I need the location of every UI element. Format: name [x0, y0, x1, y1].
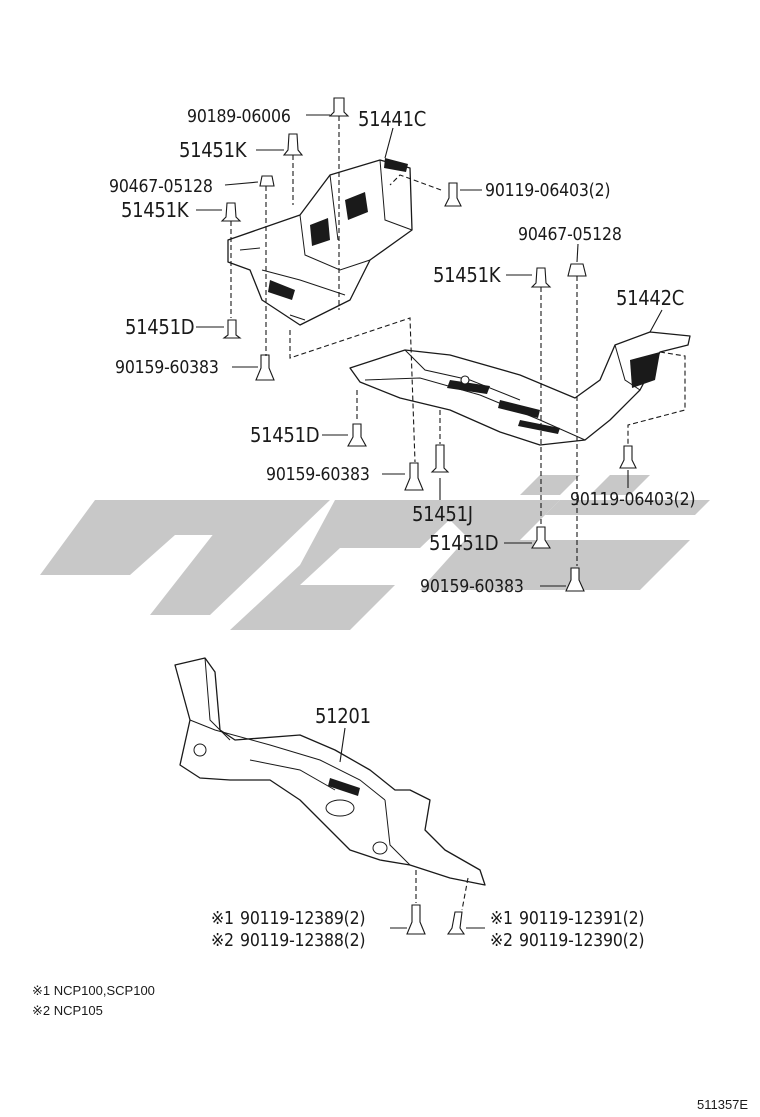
- diagram-reference: 511357E: [697, 1097, 748, 1112]
- mark-2-left: ※2: [211, 931, 234, 951]
- label-p22: 90119-12390(2): [519, 931, 644, 951]
- label-p10: 51451D: [125, 315, 194, 339]
- label-p9: 51442C: [616, 286, 684, 310]
- fasteners: [220, 97, 637, 935]
- label-p7: 90467-05128: [518, 225, 622, 245]
- footnote-2: ※2 NCP105: [32, 1003, 103, 1018]
- label-p18: 51201: [315, 704, 371, 728]
- label-p6: 51451K: [121, 198, 190, 222]
- mark-1-left: ※1: [211, 909, 234, 929]
- label-p15: 51451J: [412, 502, 473, 526]
- label-p21: 90119-12391(2): [519, 909, 644, 929]
- crossmember-51201: [174, 657, 486, 886]
- label-p2: 51441C: [358, 107, 426, 131]
- label-p1: 90189-06006: [187, 107, 291, 127]
- cover-51441c: [227, 158, 413, 326]
- mark-1-right: ※1: [490, 909, 513, 929]
- footnotes: ※1 NCP100,SCP100 ※2 NCP105: [32, 983, 155, 1018]
- label-p11: 90159-60383: [115, 358, 219, 378]
- label-p17: 90159-60383: [420, 577, 524, 597]
- label-p4: 90467-05128: [109, 177, 213, 197]
- label-p8: 51451K: [433, 263, 502, 287]
- watermark-logo: [40, 475, 710, 630]
- part-labels: 90189-06006 51441C 51451K 90467-05128 90…: [109, 107, 696, 951]
- alignment-lines: [230, 116, 686, 911]
- cover-51442c: [349, 331, 691, 446]
- label-p16: 51451D: [429, 531, 498, 555]
- footnote-1: ※1 NCP100,SCP100: [32, 983, 155, 998]
- label-p20: 90119-12388(2): [240, 931, 365, 951]
- label-p13: 90159-60383: [266, 465, 370, 485]
- leader-lines: [196, 114, 663, 929]
- label-p14: 90119-06403(2): [570, 490, 695, 510]
- label-p5: 90119-06403(2): [485, 181, 610, 201]
- label-p12: 51451D: [250, 423, 319, 447]
- label-p19: 90119-12389(2): [240, 909, 365, 929]
- label-p3: 51451K: [179, 138, 248, 162]
- mark-2-right: ※2: [490, 931, 513, 951]
